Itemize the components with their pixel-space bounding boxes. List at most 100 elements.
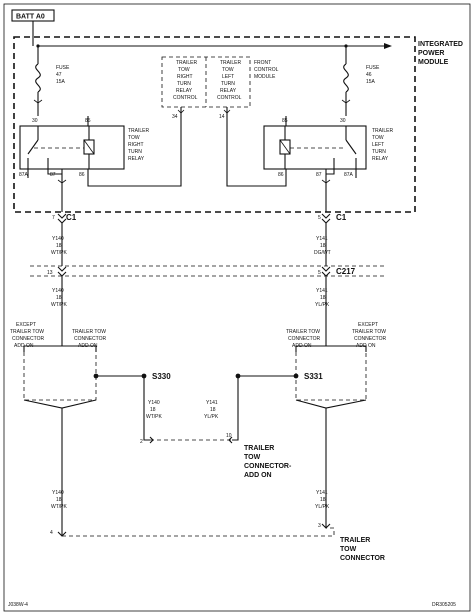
tt-addon-chevron-left	[149, 436, 154, 444]
c217-left-chevron-2	[57, 271, 67, 277]
wire-right-top-1: Y141	[316, 236, 328, 242]
tt-conn-pin-left: 4	[50, 530, 53, 536]
wire-left-bot-1: Y140	[52, 490, 64, 496]
relay-left-pin-85: 85	[282, 118, 288, 124]
c217-left-chevron-1	[57, 266, 67, 272]
tt-addon-chevron-right	[228, 436, 233, 444]
footer-left: J038W-4	[8, 602, 28, 608]
relay-right-label-4: TURN	[128, 149, 142, 155]
right-except-1: EXCEPT	[358, 322, 378, 328]
relay-left-87-jog	[326, 169, 335, 175]
relay-left-out-chevron	[321, 179, 331, 184]
left-except-1: EXCEPT	[16, 322, 36, 328]
wire-left-bot-2: 18	[56, 497, 62, 503]
c1-right-chevron-2	[321, 218, 331, 224]
right-except-2: TRAILER TOW	[352, 329, 386, 335]
relay-right-label-5: RELAY	[128, 156, 145, 162]
wire-left-top-2: 18	[56, 243, 62, 249]
wire-right-bot-3: YL/PK	[315, 504, 330, 510]
fcm-left-label-6: CONTROL	[217, 95, 242, 101]
fuse-right-symbol	[343, 63, 349, 93]
wire-left-top-1: Y140	[52, 236, 64, 242]
relay-left-label-2: TOW	[372, 135, 384, 141]
fcm-right-label-2: TOW	[178, 67, 190, 73]
fcm-left-label-5: RELAY	[220, 88, 237, 94]
relay-left-pin-87a: 87A	[344, 172, 354, 178]
tt-addon-pin-right: 10	[226, 433, 232, 439]
left-option-sides	[23, 352, 97, 401]
tt-conn-label-2: TOW	[340, 546, 357, 553]
relay-right-label-2: TOW	[128, 135, 140, 141]
wire-left-bot-3: WT/PK	[51, 504, 67, 510]
wire-s330-3: WT/PK	[146, 414, 162, 420]
relay-right-out-chevron	[57, 179, 67, 184]
s331-drop-wire	[232, 376, 239, 441]
splice-s330: S330	[152, 372, 171, 381]
wire-left-mid-2: 18	[56, 295, 62, 301]
footer-right: DR305205	[432, 602, 456, 608]
tt-addon-label-2: TOW	[244, 454, 261, 461]
fuse-right-num: 46	[366, 72, 372, 78]
bus-arrow	[384, 43, 392, 49]
left-option-bracket-top	[23, 345, 97, 352]
fcm-right-label-3: RIGHT	[177, 74, 193, 80]
c217-label: C217	[336, 267, 356, 276]
relay-left-pin-87: 87	[316, 172, 322, 178]
fcm-left-label-1: TRAILER	[220, 60, 242, 66]
ipm-label-3: MODULE	[418, 59, 449, 66]
c217-right-chevron-1	[321, 266, 331, 272]
right-except-3: CONNECTOR	[354, 336, 387, 342]
left-option-node	[93, 373, 99, 379]
tt-conn-dashed-body	[62, 527, 335, 537]
relay-left-switch-arm	[345, 139, 357, 155]
tt-conn-pin-right: 3	[318, 523, 321, 529]
right-addon-2: CONNECTOR	[288, 336, 321, 342]
wire-right-bot-1: Y141	[316, 490, 328, 496]
fcm-left-chevron	[223, 109, 231, 114]
fuse-right-amp: 15A	[366, 79, 376, 85]
wire-s331-3: YL/PK	[204, 414, 219, 420]
c217-pin-right: 5	[318, 270, 321, 276]
fcm-pin-34: 34	[172, 114, 178, 120]
tt-addon-label-1: TRAILER	[244, 445, 274, 452]
fcm-right-label-5: RELAY	[176, 88, 193, 94]
tt-addon-pin-left: 2	[140, 439, 143, 445]
c1-pin-right: 5	[318, 215, 321, 221]
page-frame	[3, 3, 471, 612]
right-addon-1: TRAILER TOW	[286, 329, 320, 335]
c1-label-right: C1	[336, 213, 347, 222]
relay-right-label-1: TRAILER	[128, 128, 150, 134]
batt-label: BATT A0	[16, 14, 45, 21]
fcm-pin-14: 14	[219, 114, 225, 120]
fcm-left-label-4: TURN	[221, 81, 235, 87]
left-addon-2: CONNECTOR	[74, 336, 107, 342]
fuse-left-name: FUSE	[56, 65, 70, 71]
wire-s331-2: 18	[210, 407, 216, 413]
left-except-3: CONNECTOR	[12, 336, 45, 342]
right-option-node	[293, 373, 299, 379]
ipm-border	[13, 36, 416, 213]
relay-left-label-4: TURN	[372, 149, 386, 155]
wire-right-mid-2: 18	[320, 295, 326, 301]
relay-left-label-5: RELAY	[372, 156, 389, 162]
relay-right-87-jog	[47, 169, 62, 175]
s330-drop-wire	[143, 376, 150, 441]
tt-addon-label-4: ADD ON	[244, 472, 272, 479]
relay-right-box	[19, 125, 125, 170]
fcm-right-label-6: CONTROL	[173, 95, 198, 101]
fcm-label-3: MODULE	[254, 74, 276, 80]
relay-right-coil-diag	[83, 139, 95, 155]
wire-s331-1: Y141	[206, 400, 218, 406]
relay-left-label-3: LEFT	[372, 142, 384, 148]
fuse-left-chevron	[33, 99, 43, 104]
fuse-left-num: 47	[56, 72, 62, 78]
relay-left-pin-30: 30	[340, 118, 346, 124]
wire-left-mid-1: Y140	[52, 288, 64, 294]
fuse-left-amp: 15A	[56, 79, 66, 85]
right-option-bracket-top	[295, 345, 367, 352]
c1-left-chevron-2	[57, 218, 67, 224]
fcm-left-control-wire	[226, 107, 287, 187]
fcm-right-label-1: TRAILER	[176, 60, 198, 66]
c1-right-chevron-1	[321, 213, 331, 219]
